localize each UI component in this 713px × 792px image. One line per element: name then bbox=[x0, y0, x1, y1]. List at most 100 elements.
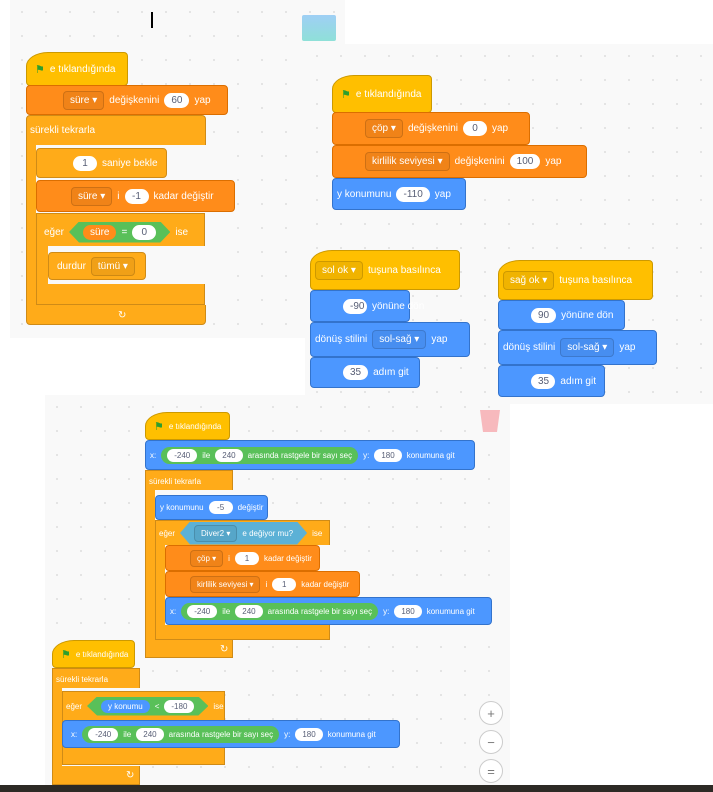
label: = bbox=[121, 226, 128, 238]
value-input[interactable]: -240 bbox=[167, 448, 198, 462]
y-position-reporter[interactable]: y konumu bbox=[101, 700, 150, 713]
key-dropdown[interactable]: sol ok bbox=[315, 260, 363, 280]
label: değişkenini bbox=[109, 94, 160, 106]
zoom-out-icon[interactable]: − bbox=[479, 730, 503, 754]
label: dönüş stilini bbox=[315, 334, 368, 345]
set-variable-block[interactable]: kirlilik seviyesideğişkenini100yap bbox=[332, 145, 587, 178]
value-input[interactable]: 35 bbox=[343, 365, 369, 380]
stop-dropdown[interactable]: tümü bbox=[90, 256, 135, 276]
label: e tıklandığında bbox=[355, 88, 422, 100]
when-flag-clicked-hat[interactable]: ⚑e tıklandığında bbox=[145, 412, 230, 440]
value-input[interactable]: -110 bbox=[396, 186, 430, 202]
variable-dropdown[interactable]: kirlilik seviyesi bbox=[365, 152, 450, 171]
sprite-dropdown[interactable]: Diver2 bbox=[194, 525, 237, 542]
label: kadar değiştir bbox=[301, 579, 350, 589]
stage-thumbnail[interactable] bbox=[302, 15, 336, 41]
value-input[interactable]: -240 bbox=[187, 604, 218, 618]
value-input[interactable]: -240 bbox=[88, 727, 119, 741]
green-flag-icon: ⚑ bbox=[35, 63, 45, 76]
label: ise bbox=[175, 226, 189, 238]
value-input[interactable]: 60 bbox=[164, 92, 190, 108]
loop-arrow-icon: ↻ bbox=[110, 305, 134, 325]
label: x: bbox=[150, 450, 157, 460]
wait-input[interactable]: 1 bbox=[73, 155, 97, 171]
variable-dropdown[interactable]: çöp bbox=[365, 119, 403, 138]
trash-icon[interactable] bbox=[480, 410, 500, 432]
value-input[interactable]: 100 bbox=[509, 154, 541, 169]
value-input[interactable]: -5 bbox=[208, 501, 233, 514]
less-than-condition[interactable]: y konumu<-180 bbox=[87, 697, 208, 716]
label: ise bbox=[213, 701, 224, 711]
rotation-dropdown[interactable]: sol-sağ bbox=[372, 330, 427, 349]
label: y: bbox=[363, 450, 370, 460]
label: i bbox=[228, 553, 230, 563]
label: yap bbox=[619, 342, 636, 353]
value-input[interactable]: 240 bbox=[215, 448, 243, 462]
value-input[interactable]: 0 bbox=[132, 225, 156, 240]
value-input[interactable]: 1 bbox=[272, 577, 297, 591]
value-input[interactable]: 240 bbox=[136, 727, 164, 741]
label: sürekli tekrarla bbox=[30, 124, 96, 136]
value-input[interactable]: 180 bbox=[394, 604, 422, 618]
when-key-pressed-hat[interactable]: sağ oktuşuna basılınca bbox=[498, 260, 653, 300]
label: yönüne dön bbox=[372, 300, 425, 312]
label: x: bbox=[170, 606, 177, 616]
label: y konumunu bbox=[160, 503, 204, 512]
when-flag-clicked-hat[interactable]: ⚑e tıklandığında bbox=[26, 52, 128, 86]
point-direction-block[interactable]: -90 yönüne dön bbox=[310, 290, 424, 322]
value-input[interactable]: -1 bbox=[124, 188, 149, 204]
label: arasında rastgele bir sayı seç bbox=[168, 729, 274, 739]
value-input[interactable]: 240 bbox=[235, 604, 263, 618]
equals-condition[interactable]: süre = 0 bbox=[69, 222, 170, 243]
set-variable-block[interactable]: çöpdeğişkenini0yap bbox=[332, 112, 530, 145]
value-input[interactable]: 180 bbox=[374, 448, 402, 462]
rotation-dropdown[interactable]: sol-sağ bbox=[560, 338, 615, 357]
value-input[interactable]: 1 bbox=[234, 551, 259, 565]
value-input[interactable]: -90 bbox=[343, 298, 367, 314]
touching-condition[interactable]: Diver2e değiyor mu? bbox=[180, 522, 307, 545]
value-input[interactable]: 35 bbox=[531, 373, 556, 389]
change-variable-block[interactable]: çöpi1 kadar değiştir bbox=[165, 545, 320, 571]
variable-dropdown[interactable]: çöp bbox=[190, 549, 224, 567]
value-input[interactable]: -180 bbox=[164, 700, 194, 713]
value-input[interactable]: 180 bbox=[295, 727, 323, 741]
variable-reporter[interactable]: süre bbox=[83, 225, 116, 240]
zoom-reset-icon[interactable]: = bbox=[479, 759, 503, 783]
zoom-in-icon[interactable]: + bbox=[479, 701, 503, 725]
label: kadar değiştir bbox=[153, 190, 214, 202]
label: − bbox=[487, 734, 495, 750]
when-flag-clicked-hat[interactable]: ⚑e tıklandığında bbox=[52, 640, 135, 668]
label: kadar değiştir bbox=[263, 553, 312, 563]
value-input[interactable]: 90 bbox=[531, 307, 557, 323]
change-variable-block[interactable]: kirlilik seviyesii1kadar değiştir bbox=[165, 571, 360, 597]
label: değişkenini bbox=[407, 123, 458, 134]
variable-dropdown[interactable]: süre bbox=[63, 90, 105, 110]
label: konumuna git bbox=[327, 729, 376, 739]
when-flag-clicked-hat[interactable]: ⚑e tıklandığında bbox=[332, 75, 432, 113]
variable-dropdown[interactable]: süre bbox=[71, 186, 113, 206]
text-cursor bbox=[151, 12, 153, 28]
variable-dropdown[interactable]: kirlilik seviyesi bbox=[190, 575, 261, 593]
value-input[interactable]: 0 bbox=[462, 121, 487, 136]
set-variable-block[interactable]: süredeğişkenini60yap bbox=[26, 85, 228, 115]
when-key-pressed-hat[interactable]: sol oktuşuna basılınca bbox=[310, 250, 460, 290]
key-dropdown[interactable]: sağ ok bbox=[503, 270, 555, 290]
green-flag-icon: ⚑ bbox=[61, 648, 71, 661]
